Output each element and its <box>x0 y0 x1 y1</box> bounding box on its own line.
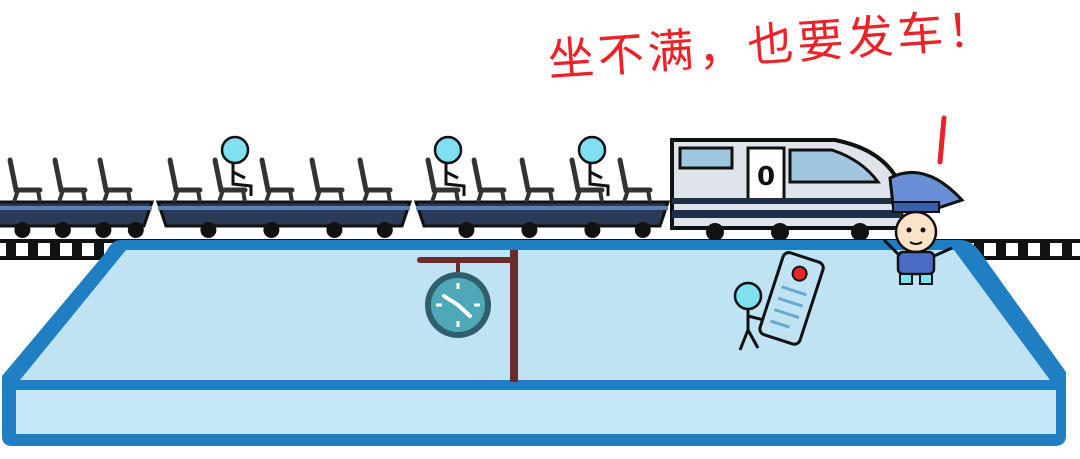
stick-figure-icon <box>577 135 610 196</box>
car-wheel <box>263 222 280 238</box>
seat-icon <box>471 157 507 203</box>
car-wheel <box>521 222 538 238</box>
rail-sleeper <box>50 243 60 256</box>
stick-figure-icon <box>433 135 466 196</box>
seat-icon <box>212 157 248 203</box>
seat-icon <box>7 157 43 203</box>
car-wheel <box>458 222 475 238</box>
conductor-icon <box>882 115 965 285</box>
stick-figure-icon <box>220 135 253 196</box>
seat-icon <box>519 157 555 203</box>
car-wheel <box>127 222 144 238</box>
car-wheel <box>584 222 601 238</box>
car-wheel <box>14 222 31 238</box>
seat-icon <box>259 157 295 203</box>
seat-icon <box>569 157 605 203</box>
car-wheel <box>54 222 71 238</box>
seat-icon <box>617 157 653 203</box>
train-car <box>0 157 155 238</box>
seat-icon <box>97 157 133 203</box>
car-wheel <box>634 222 651 238</box>
rail-sleeper <box>28 243 38 256</box>
seat-icon <box>425 157 461 203</box>
train-car <box>155 135 413 238</box>
car-body <box>155 200 413 228</box>
seat-icon <box>357 157 393 203</box>
train-ticket-icon <box>758 251 825 346</box>
car-body <box>413 200 671 228</box>
waiting-passenger <box>733 251 825 351</box>
seat-icon <box>52 157 88 203</box>
train-cars <box>0 135 671 238</box>
rail-sleeper <box>996 243 1006 256</box>
car-wheel <box>376 222 393 238</box>
car-wheel <box>200 222 217 238</box>
rail-sleeper <box>72 243 82 256</box>
station-clock-icon <box>417 250 518 382</box>
rail-sleeper <box>974 243 984 256</box>
rail-sleeper <box>1062 243 1072 256</box>
seat-icon <box>309 157 345 203</box>
locomotive-door <box>746 146 786 202</box>
train-car <box>413 135 671 238</box>
rail-sleeper <box>1018 243 1028 256</box>
seat-icon <box>167 157 203 203</box>
locomotive: 0 <box>670 138 905 241</box>
car-wheel <box>326 222 343 238</box>
rail-sleeper <box>6 243 16 256</box>
locomotive-number: 0 <box>757 162 775 192</box>
rail-sleeper <box>94 243 104 256</box>
rail-sleeper <box>1040 243 1050 256</box>
car-wheel <box>95 222 112 238</box>
